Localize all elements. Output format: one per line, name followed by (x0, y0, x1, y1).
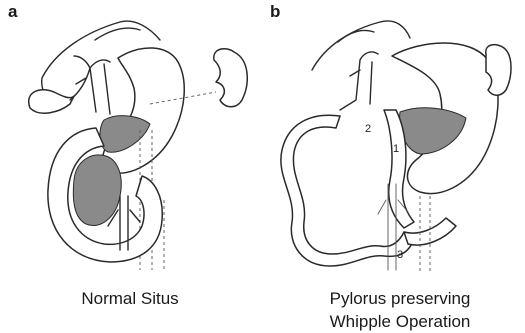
marker-2: 2 (365, 123, 371, 135)
caption-b-line-2: Whipple Operation (300, 310, 500, 333)
spleen-b (486, 45, 511, 96)
marker-1: 1 (393, 143, 399, 155)
spleen-a (214, 49, 247, 107)
gallbladder-a (29, 90, 74, 114)
caption-b-line-1: Pylorus preserving (300, 287, 500, 310)
caption-whipple: Pylorus preserving Whipple Operation (300, 287, 500, 333)
panel-a-drawing (29, 21, 248, 270)
stomach-a (103, 48, 185, 173)
caption-a-line-1: Normal Situs (60, 287, 200, 310)
bile-ducts-b (340, 52, 378, 110)
pancreas-head-a (73, 155, 121, 226)
marker-3: 3 (397, 249, 403, 261)
liver-outline-b (312, 21, 410, 70)
caption-normal-situs: Normal Situs (60, 287, 200, 310)
panel-b-drawing: 2 1 3 (281, 21, 511, 272)
bile-ducts-a (70, 56, 110, 114)
